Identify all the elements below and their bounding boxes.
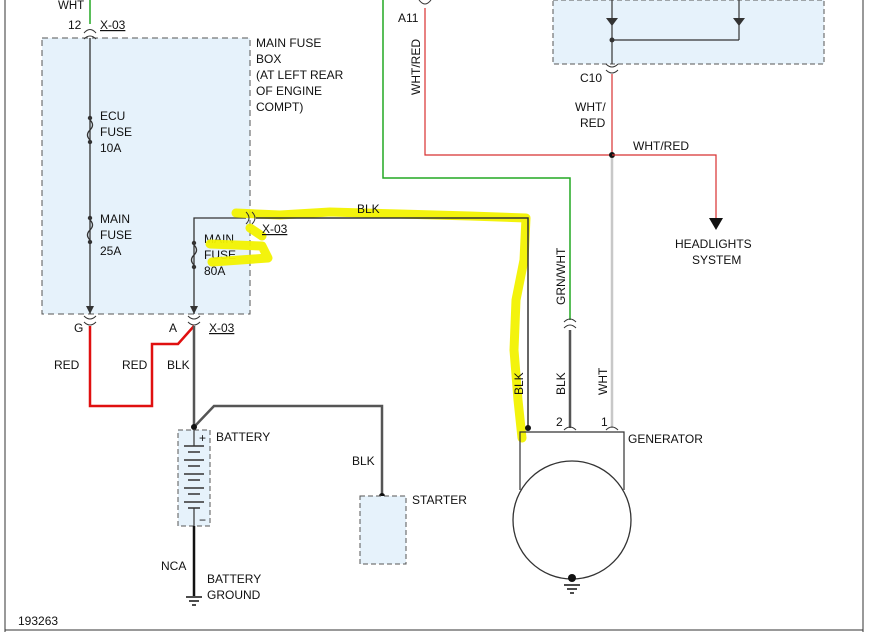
wire-wht-red-c10-line1: WHT/ — [575, 100, 606, 114]
battery-ground-icon — [186, 596, 202, 606]
wire-blk-top-label: BLK — [357, 202, 380, 216]
top-cut-label: WHT — [58, 0, 84, 12]
ecu-fuse-line2: FUSE — [100, 125, 132, 139]
connector-x03-right: X-03 — [262, 222, 288, 236]
c10-label: C10 — [580, 71, 602, 85]
connector-g-symbol — [83, 315, 97, 326]
ecu-fuse-symbol — [86, 119, 94, 141]
generator-ground-icon — [564, 584, 580, 594]
red-wire-1 — [88, 325, 195, 408]
wire-blk-battery-label: BLK — [167, 358, 190, 372]
battery-minus: − — [199, 513, 206, 527]
grn-connector-symbol — [563, 318, 577, 329]
ecu-fuse-dot-bottom — [87, 139, 93, 145]
generator-frame — [519, 431, 625, 490]
battery-ground-line2: GROUND — [207, 588, 261, 602]
wire-wht-red-branch-label: WHT/RED — [633, 139, 689, 153]
pin-g-label: G — [74, 321, 83, 335]
headlights-branch-wire — [612, 154, 717, 218]
starter-box — [359, 495, 407, 565]
main25-line2: FUSE — [100, 228, 132, 242]
connector-x03-top: X-03 — [100, 18, 126, 32]
fuse-box-title-2: BOX — [256, 52, 281, 66]
generator-body — [512, 460, 632, 580]
a11-label: A11 — [398, 11, 419, 25]
main25-fuse-dot-top — [87, 215, 93, 221]
connector-right-symbol — [245, 211, 256, 225]
highlight-main-fuse-80 — [205, 223, 273, 267]
fuse-box-title-3: (AT LEFT REAR — [256, 68, 344, 82]
wht-red-wire — [424, 8, 612, 156]
figure-id: 193263 — [18, 614, 58, 628]
wire-blk-gen-label-1: BLK — [512, 372, 526, 395]
gen-pin-1-label: 1 — [601, 415, 608, 429]
blk-wire-to-generator — [256, 217, 529, 428]
main25-line3: 25A — [100, 244, 121, 258]
generator-label: GENERATOR — [628, 432, 703, 446]
wire-wht-red-c10-line2: RED — [580, 116, 606, 130]
diode-1-icon — [606, 18, 618, 26]
headlights-arrow-icon — [709, 218, 723, 230]
gen-pin-2-connector — [563, 426, 577, 431]
gen-pin-1-connector — [605, 426, 619, 431]
main80-fuse-symbol — [190, 244, 198, 266]
ecu-fuse-line3: 10A — [100, 141, 121, 155]
main25-fuse-dot-bottom — [87, 239, 93, 245]
starter-label: STARTER — [412, 493, 467, 507]
battery-junction — [191, 424, 197, 430]
ecu-fuse-dot-top — [87, 115, 93, 121]
ecu-fuse-line1: ECU — [100, 109, 125, 123]
c10-connector-symbol — [605, 63, 619, 74]
upper-right-box — [552, 0, 825, 65]
fuse-box-title-5: COMPT) — [256, 100, 303, 114]
arrow-down-right — [190, 306, 198, 314]
diode-2-icon — [733, 18, 745, 26]
main80-fuse-dot-bottom — [191, 264, 197, 270]
gen-pin-2-label: 2 — [556, 415, 563, 429]
connector-a-symbol — [187, 315, 201, 326]
upper-box-junction — [609, 37, 615, 43]
wire-wht-red-vertical-label: WHT/RED — [409, 39, 423, 95]
battery-ground-line1: BATTERY — [207, 572, 261, 586]
battery-label: BATTERY — [216, 430, 270, 444]
connector-x03-bottom: X-03 — [209, 321, 235, 335]
generator-ground-dot — [568, 574, 576, 582]
a11-connector-symbol — [418, 0, 432, 5]
wire-blk-gen-label-2: BLK — [554, 372, 568, 395]
battery-plus: + — [199, 431, 206, 445]
arrow-down-left — [86, 306, 94, 314]
connector-top-symbol — [83, 29, 97, 40]
wire-blk-starter-label: BLK — [352, 454, 375, 468]
headlights-line2: SYSTEM — [692, 253, 741, 267]
pin-12-label: 12 — [68, 18, 82, 32]
pin-a-label: A — [169, 321, 177, 335]
headlights-line1: HEADLIGHTS — [675, 237, 752, 251]
main25-line1: MAIN — [100, 212, 130, 226]
fuse-bus-right — [193, 217, 246, 314]
highlight-blk-wire — [231, 207, 531, 443]
wire-red-label-1: RED — [54, 358, 80, 372]
wire-wht-label: WHT — [596, 367, 610, 395]
main80-fuse-dot-top — [191, 240, 197, 246]
wire-nca-label: NCA — [161, 559, 186, 573]
main80-line3: 80A — [204, 264, 225, 278]
main-fuse-box — [41, 37, 251, 315]
blk-gen-junction — [525, 425, 531, 431]
wire-grn-wht-label: GRN/WHT — [554, 247, 568, 305]
fuse-box-title-1: MAIN FUSE — [256, 36, 321, 50]
blk-wire-starter — [193, 404, 384, 496]
fuse-box-title-4: OF ENGINE — [256, 84, 322, 98]
wire-red-label-2: RED — [122, 358, 148, 372]
main25-fuse-symbol — [86, 219, 94, 241]
grn-wht-wire — [382, 0, 571, 320]
